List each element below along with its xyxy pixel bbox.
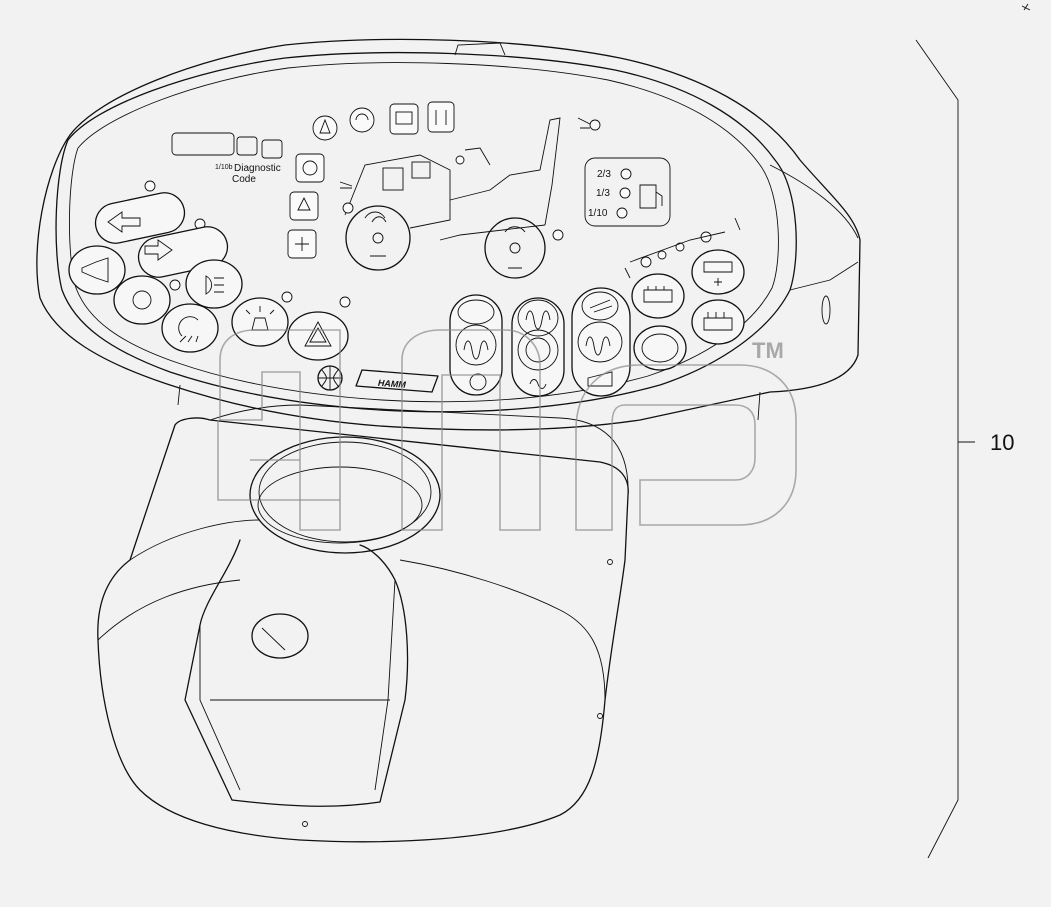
oil-can-icon	[297, 196, 311, 211]
vibration-icon	[504, 226, 526, 233]
headlight-icon	[205, 275, 224, 295]
arrow-left-icon	[107, 211, 141, 233]
oil-pressure-icon	[319, 118, 331, 134]
headlight-icon	[339, 181, 353, 189]
callout-bracket: 10	[915, 39, 1014, 859]
diagnostic-label: Diagnostic	[234, 163, 281, 174]
water-sprinkler-icon	[703, 312, 733, 331]
fuel-pump-icon	[639, 184, 663, 209]
vibration-icon	[463, 340, 489, 360]
brake-button[interactable]	[113, 275, 171, 325]
vibration-icon	[525, 310, 551, 330]
diagnostic-small-label: 1/10b	[215, 164, 233, 171]
headlight-button[interactable]	[185, 259, 243, 309]
fuel-level-label: 1/3	[596, 188, 610, 199]
watermark: TM	[217, 329, 797, 531]
fuel-gauge: 2/3 1/3 1/10	[584, 157, 671, 227]
hamm-logo	[355, 369, 439, 393]
work-light-button[interactable]	[161, 303, 219, 353]
roller-machine-outline	[344, 117, 561, 279]
left-button-cluster	[68, 192, 349, 361]
sprinkler-indicators	[624, 217, 741, 279]
brake-icon	[132, 290, 152, 310]
vibration-button-group-3[interactable]	[571, 287, 631, 397]
horn-button[interactable]	[68, 245, 126, 295]
right-button-cluster	[449, 249, 745, 397]
vibration-button-group-2[interactable]	[511, 297, 565, 397]
vibration-icon	[585, 336, 611, 356]
work-light-icon	[577, 117, 591, 129]
beacon-button[interactable]	[231, 297, 289, 347]
hazard-button[interactable]	[287, 311, 349, 361]
water-sprinkler-icon	[624, 217, 741, 279]
filter-icon	[435, 110, 447, 125]
horn-icon	[81, 257, 109, 283]
spare-button[interactable]	[633, 325, 687, 371]
battery-icon	[395, 111, 413, 125]
callout-number: 10	[990, 430, 1014, 455]
fuel-level-label: 2/3	[597, 169, 611, 180]
vibration-icon	[364, 211, 387, 223]
corner-mark	[1021, 3, 1031, 11]
hydraulic-icon	[302, 160, 318, 176]
coolant-icon	[355, 113, 369, 121]
beacon-icon	[245, 306, 275, 331]
diagnostic-code-label: Code	[232, 174, 256, 185]
hazard-triangle-icon	[304, 321, 332, 347]
arrow-right-icon	[144, 239, 173, 261]
work-light-icon	[178, 316, 199, 343]
watermark-trademark: TM	[752, 338, 784, 363]
grip-housing	[97, 404, 629, 843]
hamm-logo-text: HAMM	[378, 378, 407, 390]
diagnostic-display: 1/10b Diagnostic Code	[171, 132, 283, 185]
brand-logos: HAMM	[317, 365, 439, 393]
sprinkler-interval-button[interactable]	[691, 299, 745, 345]
sprinkler-mode-button[interactable]	[631, 273, 685, 319]
fuel-level-label: 1/10	[588, 208, 608, 219]
parking-brake-icon	[295, 237, 309, 251]
